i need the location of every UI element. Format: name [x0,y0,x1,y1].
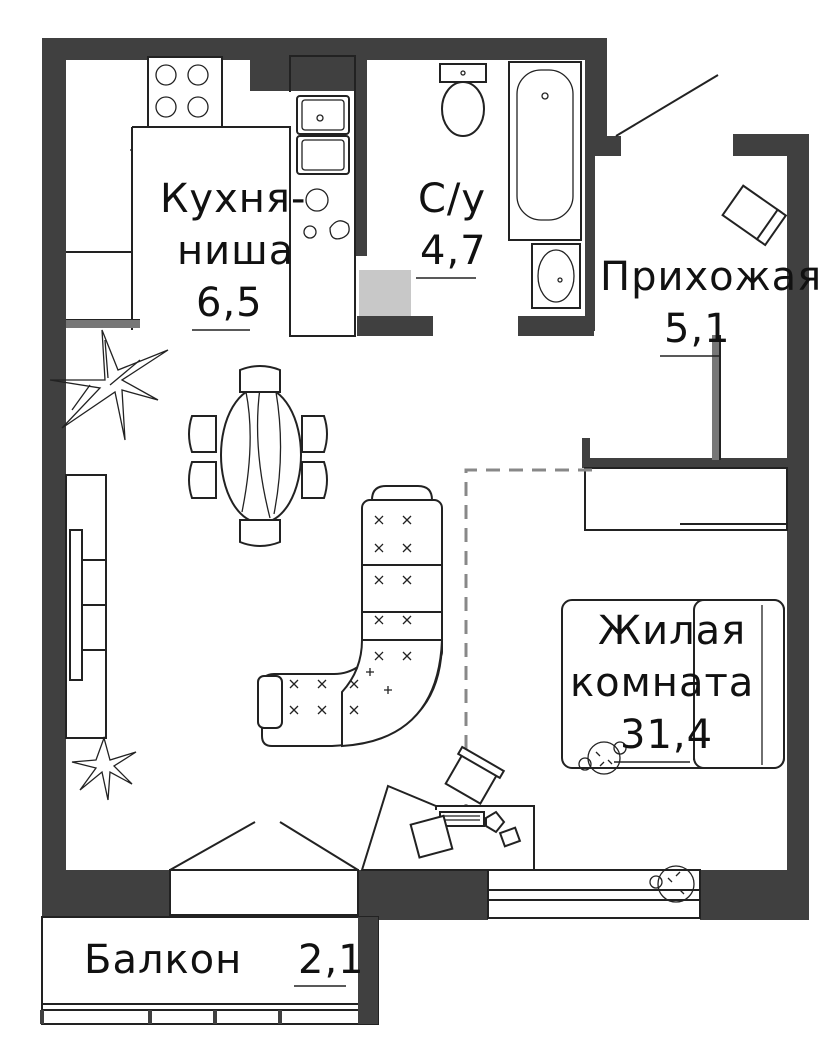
balcony-name: Балкон [84,937,242,983]
kitchen-furniture [66,55,356,337]
zone-separator [464,468,592,870]
kitchen-name-line2: ниша [177,228,294,274]
balcony-area: 2,1 [298,937,365,983]
hallway-name: Прихожая [600,254,822,300]
shaft-fill [359,270,411,316]
living-furniture [49,329,785,871]
kitchen-area: 6,5 [196,280,263,326]
bottom-window [487,865,701,919]
bathroom-fixtures [439,61,582,309]
balcony-door-frame [169,869,359,916]
bathroom-name: С/у [418,176,486,222]
living-name-line2: комната [570,660,754,706]
living-name-line1: Жилая [598,608,746,654]
walls [42,38,809,1025]
balcony [40,916,379,1025]
entry-door-swing [615,74,719,137]
bathroom-area: 4,7 [420,228,487,274]
kitchen-name-line1: Кухня- [160,176,306,222]
hallway-furniture [584,184,788,531]
living-area: 31,4 [620,712,713,758]
hallway-area: 5,1 [664,306,731,352]
